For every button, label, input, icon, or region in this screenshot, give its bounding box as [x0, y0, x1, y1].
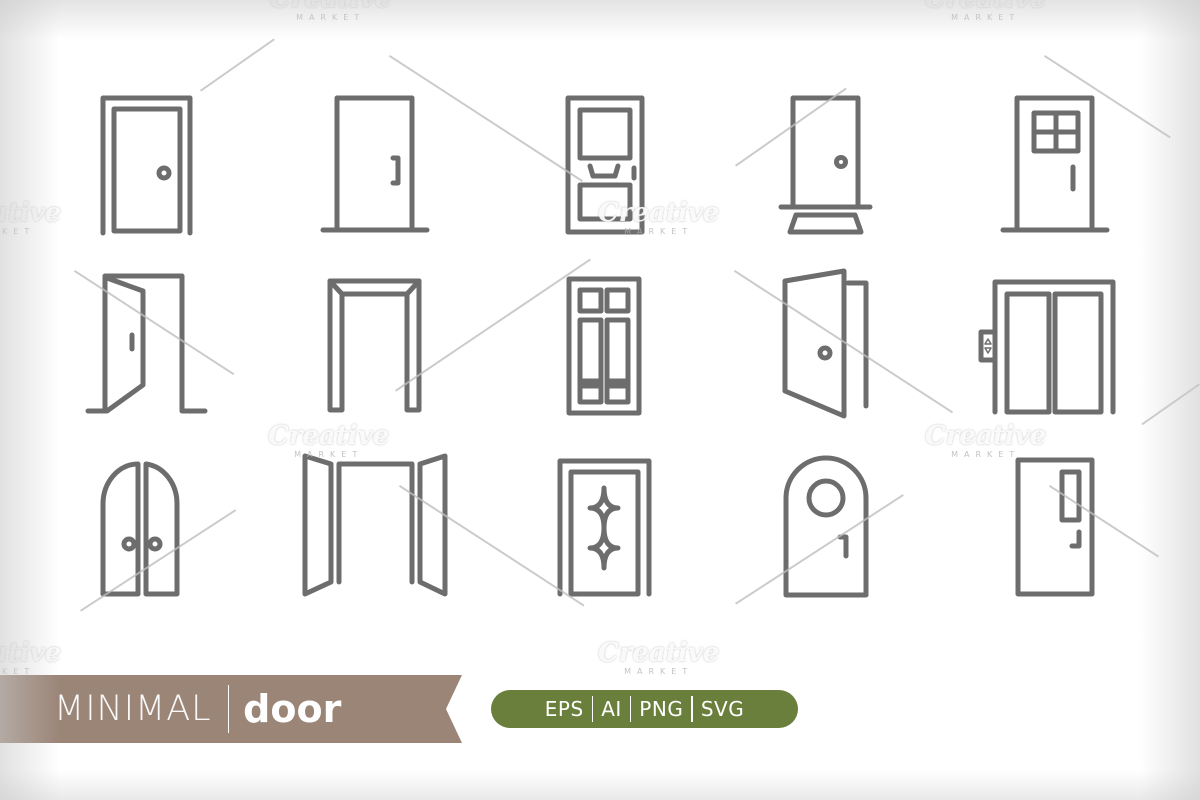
- arched-double-door-icon: [100, 460, 180, 600]
- paneled-door-with-mail-slot-icon: [565, 95, 645, 235]
- format-divider: [591, 696, 594, 722]
- open-door-inward-icon: [85, 273, 215, 415]
- open-door-outward-icon: [782, 268, 872, 420]
- format-svg: SVG: [700, 697, 745, 721]
- door-with-window-icon: [1000, 95, 1110, 235]
- format-ai: AI: [601, 697, 622, 721]
- format-eps: EPS: [544, 697, 584, 721]
- format-divider: [629, 696, 632, 722]
- decorative-glass-door-icon: [557, 458, 653, 598]
- format-png: PNG: [639, 697, 684, 721]
- title-light: MINIMAL: [54, 689, 212, 729]
- door-with-handle-icon: [320, 95, 430, 235]
- doorway-frame-icon: [327, 278, 423, 414]
- format-divider: [691, 696, 693, 722]
- arched-door-with-porthole-icon: [783, 455, 869, 600]
- door-with-frame-knob-icon: [100, 95, 195, 236]
- door-with-vertical-window-icon: [1015, 457, 1095, 597]
- title-bold: door: [243, 687, 342, 731]
- formats-badge: EPS AI PNG SVG: [491, 690, 798, 728]
- elevator-doors-icon: [978, 279, 1118, 415]
- title-divider: [227, 685, 230, 733]
- six-panel-door-bottom-panels: [566, 276, 642, 416]
- title-banner: MINIMAL door: [0, 675, 462, 743]
- door-with-doormat-icon: [778, 95, 878, 235]
- open-double-door-icon: [302, 452, 448, 598]
